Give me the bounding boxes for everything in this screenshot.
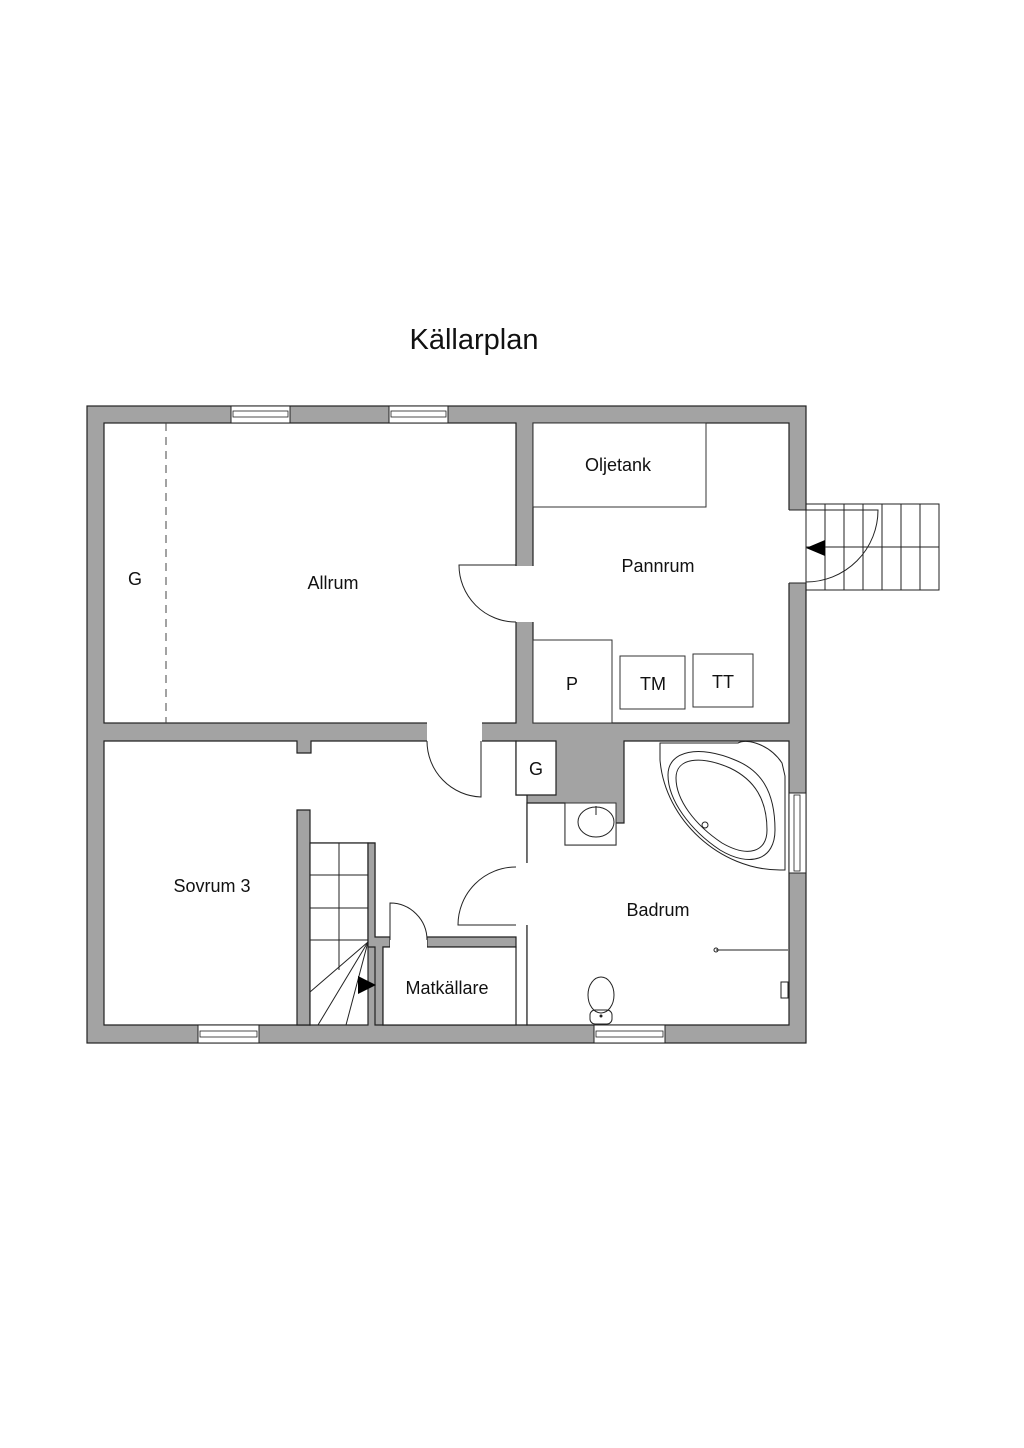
label-tm: TM (640, 674, 666, 694)
exterior-stairs (805, 503, 940, 591)
tm-box (619, 655, 686, 710)
bathtub-icon (659, 740, 786, 871)
plan-title: Källarplan (409, 324, 539, 356)
window (197, 1024, 260, 1044)
faucet-icon (780, 981, 789, 999)
label-tt: TT (712, 672, 734, 692)
window (593, 1024, 666, 1044)
label-sovrum3: Sovrum 3 (173, 876, 250, 896)
door-matkallare[interactable] (389, 902, 428, 941)
room-matkallare (382, 946, 517, 1026)
label-pannrum: Pannrum (621, 556, 694, 576)
door-opening (515, 566, 534, 622)
label-oljetank: Oljetank (585, 455, 652, 475)
door-opening (390, 936, 427, 948)
window (388, 405, 449, 424)
interior-stairs (309, 843, 369, 1026)
shower-rod (713, 947, 788, 953)
window (230, 405, 291, 424)
toilet-icon (587, 976, 615, 1025)
oljetank-box (532, 422, 707, 508)
door-badrum[interactable] (457, 866, 517, 926)
door-opening (515, 863, 528, 925)
room-allrum (103, 422, 517, 724)
tt-box (692, 653, 754, 708)
arrow-left-icon (806, 540, 825, 556)
interior-wall (296, 809, 311, 1026)
closet-g (515, 740, 557, 796)
door-opening (427, 722, 482, 742)
label-badrum: Badrum (626, 900, 689, 920)
matkallare-wall (426, 936, 517, 948)
label-g-left: G (128, 569, 142, 589)
label-p: P (566, 674, 578, 694)
door-allrum[interactable] (458, 564, 517, 623)
sink-cabinet (564, 802, 617, 846)
door-exterior[interactable] (805, 509, 879, 583)
sink-icon (577, 806, 615, 838)
p-box (532, 639, 613, 724)
door-opening (788, 510, 807, 583)
window (788, 792, 807, 874)
label-matkallare: Matkällare (405, 978, 488, 998)
arrow-right-icon (358, 976, 376, 994)
label-allrum: Allrum (307, 573, 358, 593)
door-hall[interactable] (426, 740, 482, 798)
label-g-closet: G (529, 759, 543, 779)
